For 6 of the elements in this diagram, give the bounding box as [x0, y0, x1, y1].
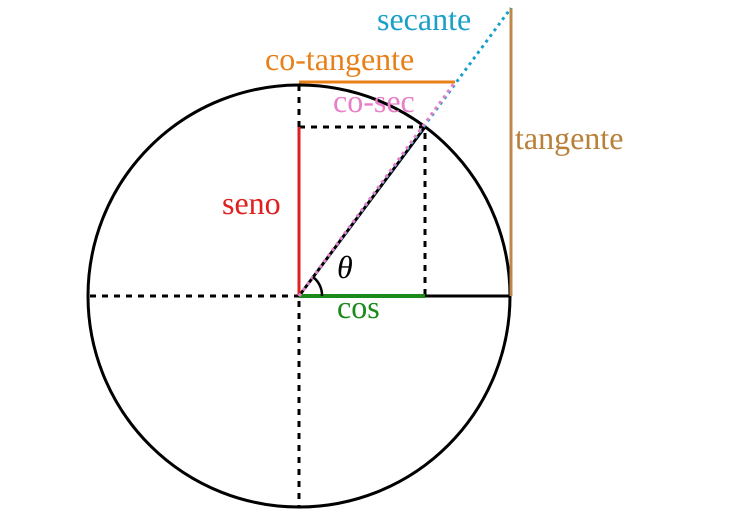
angle-label: θ: [337, 250, 353, 284]
line-label: cos: [337, 290, 380, 324]
line-label: co-tangente: [265, 42, 414, 76]
line-label: tangente: [515, 121, 624, 155]
line-label: seno: [222, 186, 281, 220]
line-label: secante: [377, 2, 472, 36]
